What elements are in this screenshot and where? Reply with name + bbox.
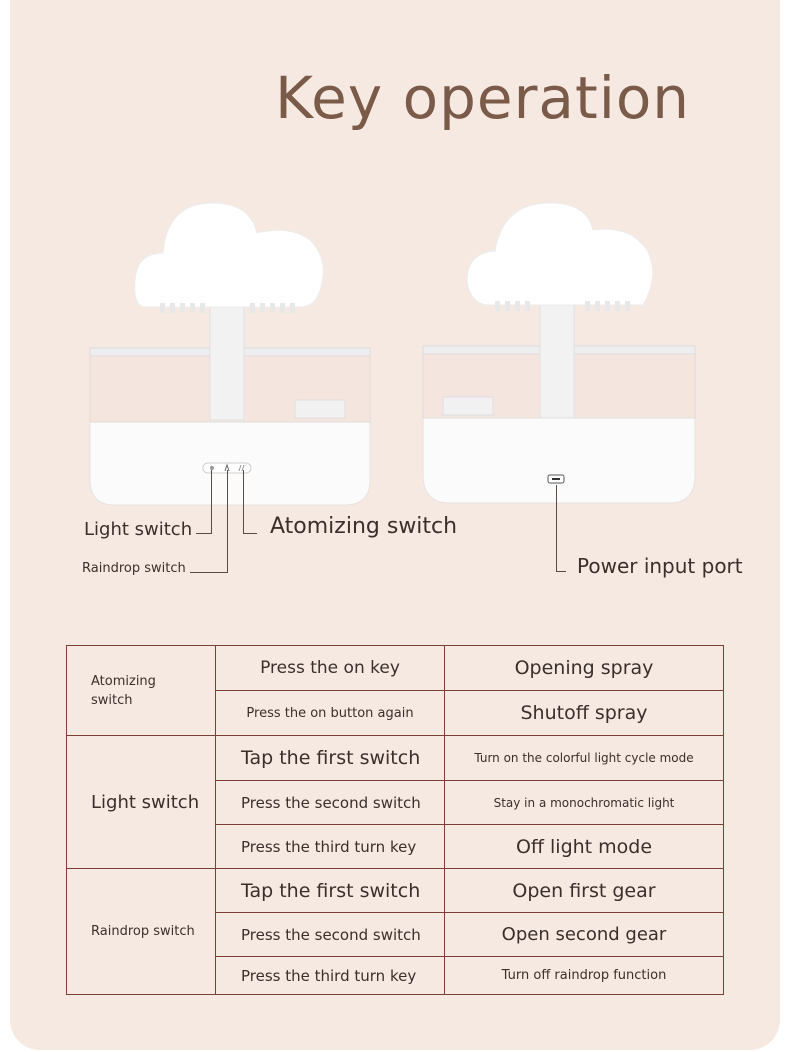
table-cell-result: Open second gear [444, 912, 724, 957]
table-cell-result: Shutoff spray [444, 690, 724, 736]
table-cell-action: Tap the first switch [215, 868, 445, 913]
raindrop-switch-pointer [227, 470, 228, 572]
power-input-port-label: Power input port [577, 554, 743, 578]
table-cell-result: Turn off raindrop function [444, 956, 724, 995]
light-switch-pointer-h [196, 533, 212, 534]
group-name: Raindrop switch [91, 924, 195, 939]
table-cell-result: Turn on the colorful light cycle mode [444, 735, 724, 781]
table-cell-result: Opening spray [444, 645, 724, 691]
table-cell-action: Press the third turn key [215, 824, 445, 869]
table-cell-result: Open first gear [444, 868, 724, 913]
light-switch-label: Light switch [84, 519, 193, 540]
atomizing-switch-pointer [243, 470, 244, 533]
device-back-image [422, 202, 696, 504]
table-cell-action: Press the on button again [215, 690, 445, 736]
table-cell-action: Press the on key [215, 645, 445, 691]
table-cell-action: Tap the first switch [215, 735, 445, 781]
raindrop-switch-label: Raindrop switch [82, 561, 186, 576]
raindrop-switch-pointer-h [190, 572, 228, 573]
table-cell-result: Off light mode [444, 824, 724, 869]
group-cell-raindrop: Raindrop switch [66, 868, 216, 995]
page-card [10, 0, 780, 1050]
device-front-image [89, 202, 371, 506]
group-name: Light switch [91, 791, 200, 813]
table-cell-result: Stay in a monochromatic light [444, 780, 724, 825]
group-cell-atomizing: Atomizing switch [66, 645, 216, 736]
key-operation-table: Atomizing switch Press the on key Openin… [66, 645, 724, 995]
table-cell-action: Press the third turn key [215, 956, 445, 995]
group-name: Atomizing switch [91, 673, 156, 708]
power-port-pointer-h [556, 571, 566, 572]
table-cell-action: Press the second switch [215, 780, 445, 825]
group-cell-light: Light switch [66, 735, 216, 869]
light-switch-pointer [211, 470, 212, 533]
page-title: Key operation [275, 64, 691, 132]
table-cell-action: Press the second switch [215, 912, 445, 957]
power-port-pointer [556, 485, 557, 571]
atomizing-switch-pointer-h [243, 533, 257, 534]
atomizing-switch-label: Atomizing switch [270, 514, 458, 539]
